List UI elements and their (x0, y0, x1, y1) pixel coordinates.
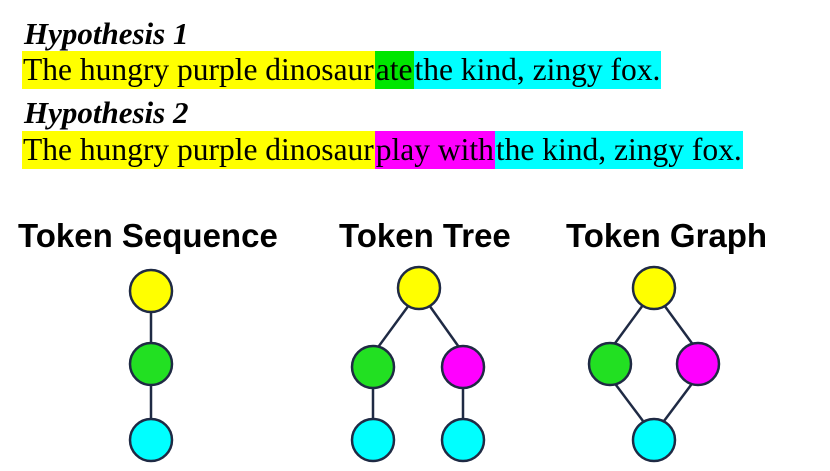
graph-node-suffix (631, 417, 677, 463)
token-tree-title: Token Tree (339, 217, 511, 254)
hypothesis-1-prefix: The hungry purple dinosaur (22, 51, 375, 89)
graph-edge-right-bottom (663, 380, 695, 422)
token-graph-title: Token Graph (566, 217, 768, 254)
hypothesis-2-prefix: The hungry purple dinosaur (22, 131, 375, 169)
tree-node-suffix-2 (440, 417, 486, 463)
diagram-nodes (128, 265, 721, 463)
hypothesis-2-title: Hypothesis 2 (24, 95, 189, 130)
graph-edge-top-right (662, 304, 696, 347)
tree-node-suffix-1 (350, 417, 396, 463)
graph-edge-top-left (611, 304, 645, 347)
hypothesis-2-suffix: the kind, zingy fox. (494, 131, 743, 169)
hypothesis-1-sentence: The hungry purple dinosaur ate the kind,… (22, 51, 662, 89)
graph-node-ate (587, 341, 633, 387)
graph-node-play-with (675, 341, 721, 387)
diagram-edges (149, 304, 696, 422)
sequence-node-prefix (128, 268, 174, 314)
token-sequence-title: Token Sequence (18, 217, 278, 254)
hypothesis-1-verb: ate (374, 51, 414, 89)
hypothesis-2-verb: play with (374, 131, 495, 169)
hypothesis-2-sentence: The hungry purple dinosaur play with the… (22, 131, 743, 169)
tree-node-ate (350, 344, 396, 390)
tree-node-prefix (396, 265, 442, 311)
graph-node-prefix (631, 265, 677, 311)
hypothesis-1-suffix: the kind, zingy fox. (413, 51, 662, 89)
sequence-node-ate (128, 341, 174, 387)
tree-node-play-with (440, 344, 486, 390)
tree-edge-root-left (374, 304, 411, 351)
tree-edge-root-right (427, 304, 463, 351)
graph-edge-left-bottom (612, 380, 644, 422)
hypothesis-1-title: Hypothesis 1 (24, 16, 189, 51)
sequence-node-suffix (128, 417, 174, 463)
